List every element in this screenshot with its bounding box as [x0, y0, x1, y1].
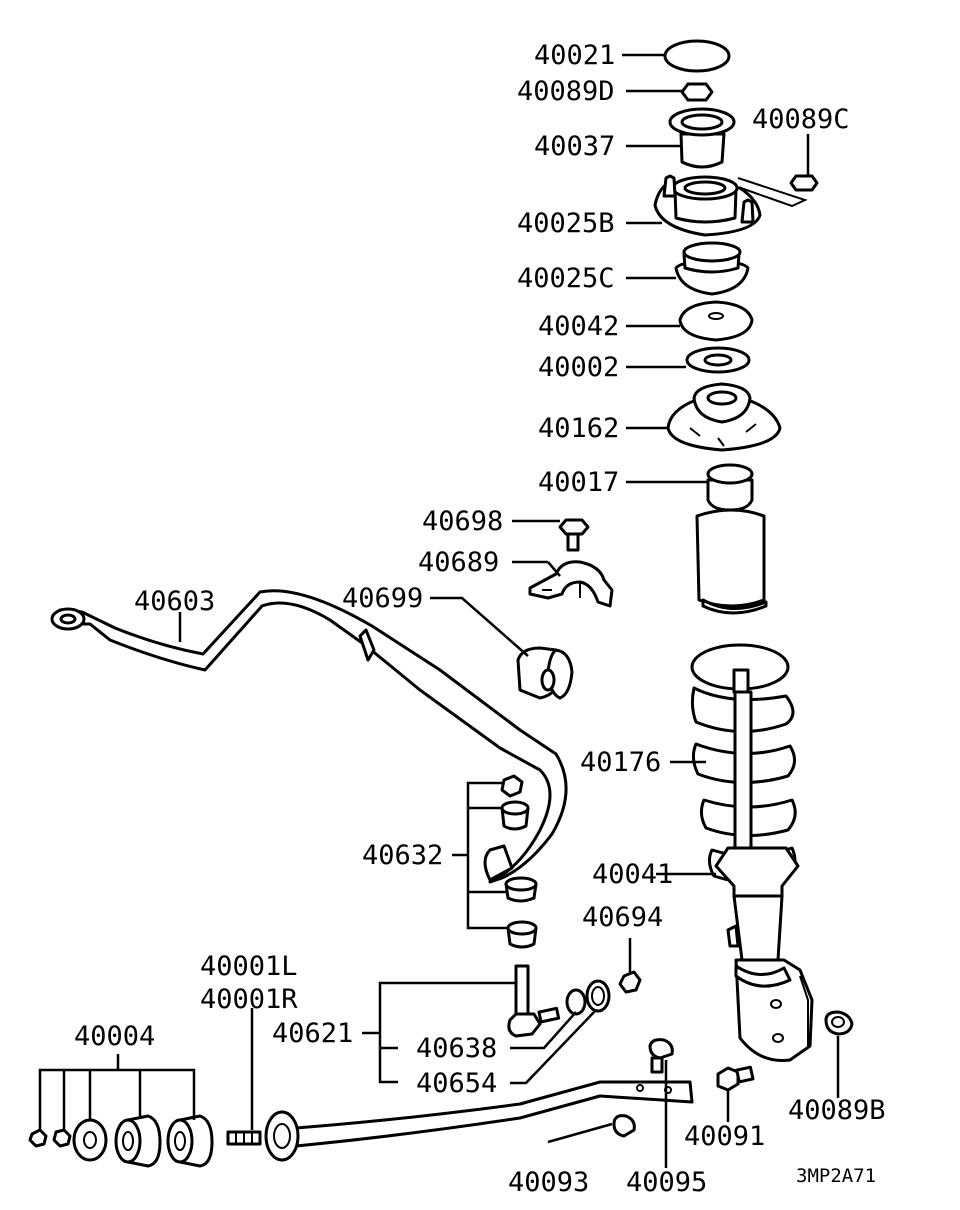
- label-40632: 40632: [362, 840, 443, 871]
- dust-cap-40021: [663, 39, 731, 73]
- label-40001L: 40001L: [200, 951, 298, 982]
- bushing-set-40004: [28, 1114, 214, 1168]
- strut-assembly-40041: [714, 846, 814, 1063]
- label-40091: 40091: [684, 1121, 765, 1152]
- label-40025B: 40025B: [517, 208, 615, 239]
- bearing-40025C: [674, 241, 750, 296]
- link-kit-40632: [500, 774, 538, 949]
- label-40021: 40021: [534, 40, 615, 71]
- nut-40093: [612, 1114, 636, 1138]
- bolt-40698: [558, 518, 590, 552]
- strut-mount-40025B: [653, 174, 762, 237]
- label-40621: 40621: [272, 1018, 353, 1049]
- label-40089C: 40089C: [752, 104, 850, 135]
- washer-40002: [685, 346, 751, 374]
- label-40689: 40689: [418, 547, 499, 578]
- seal-40638: [565, 988, 587, 1016]
- label-40698: 40698: [422, 506, 503, 537]
- spring-seat-40042: [678, 300, 754, 342]
- rear-stabilizer-bar-40001: [226, 1080, 694, 1162]
- bushing-40037: [668, 107, 736, 169]
- label-40042: 40042: [538, 311, 619, 342]
- spring-pad-40162: [666, 382, 782, 452]
- label-40095: 40095: [626, 1167, 707, 1198]
- label-40176: 40176: [580, 747, 661, 778]
- label-40699: 40699: [342, 583, 423, 614]
- bolt-40095: [648, 1038, 674, 1074]
- nut-40089B: [824, 1010, 854, 1036]
- bracket-40689: [528, 560, 614, 608]
- nut-40694: [618, 970, 642, 994]
- label-40002: 40002: [538, 352, 619, 383]
- stabilizer-bar-40603: [50, 589, 568, 884]
- label-40089D: 40089D: [517, 76, 615, 107]
- nut-40089C: [737, 174, 819, 208]
- label-40089B: 40089B: [788, 1095, 886, 1126]
- leader-lines: [38, 53, 840, 1168]
- label-40025C: 40025C: [517, 263, 615, 294]
- part-labels: 40021 40089D 40089C 40037 40025B 40025C …: [74, 40, 886, 1198]
- bump-stop-boot-40017: [695, 463, 768, 615]
- diagram-code: 3MP2A71: [796, 1165, 876, 1187]
- label-40694: 40694: [582, 902, 663, 933]
- label-40037: 40037: [534, 131, 615, 162]
- stabilizer-link-40621: [507, 964, 561, 1038]
- nut-40089D: [680, 82, 714, 102]
- label-40001R: 40001R: [200, 984, 298, 1015]
- bolt-40091: [716, 1065, 755, 1092]
- label-40162: 40162: [538, 413, 619, 444]
- label-40638: 40638: [416, 1033, 497, 1064]
- label-40654: 40654: [416, 1068, 497, 1099]
- label-40093: 40093: [508, 1167, 589, 1198]
- bushing-40699: [516, 646, 574, 700]
- label-40017: 40017: [538, 467, 619, 498]
- label-40004: 40004: [74, 1021, 155, 1052]
- label-40041: 40041: [592, 859, 673, 890]
- dust-boot-40654: [585, 979, 611, 1013]
- label-40603: 40603: [134, 586, 215, 617]
